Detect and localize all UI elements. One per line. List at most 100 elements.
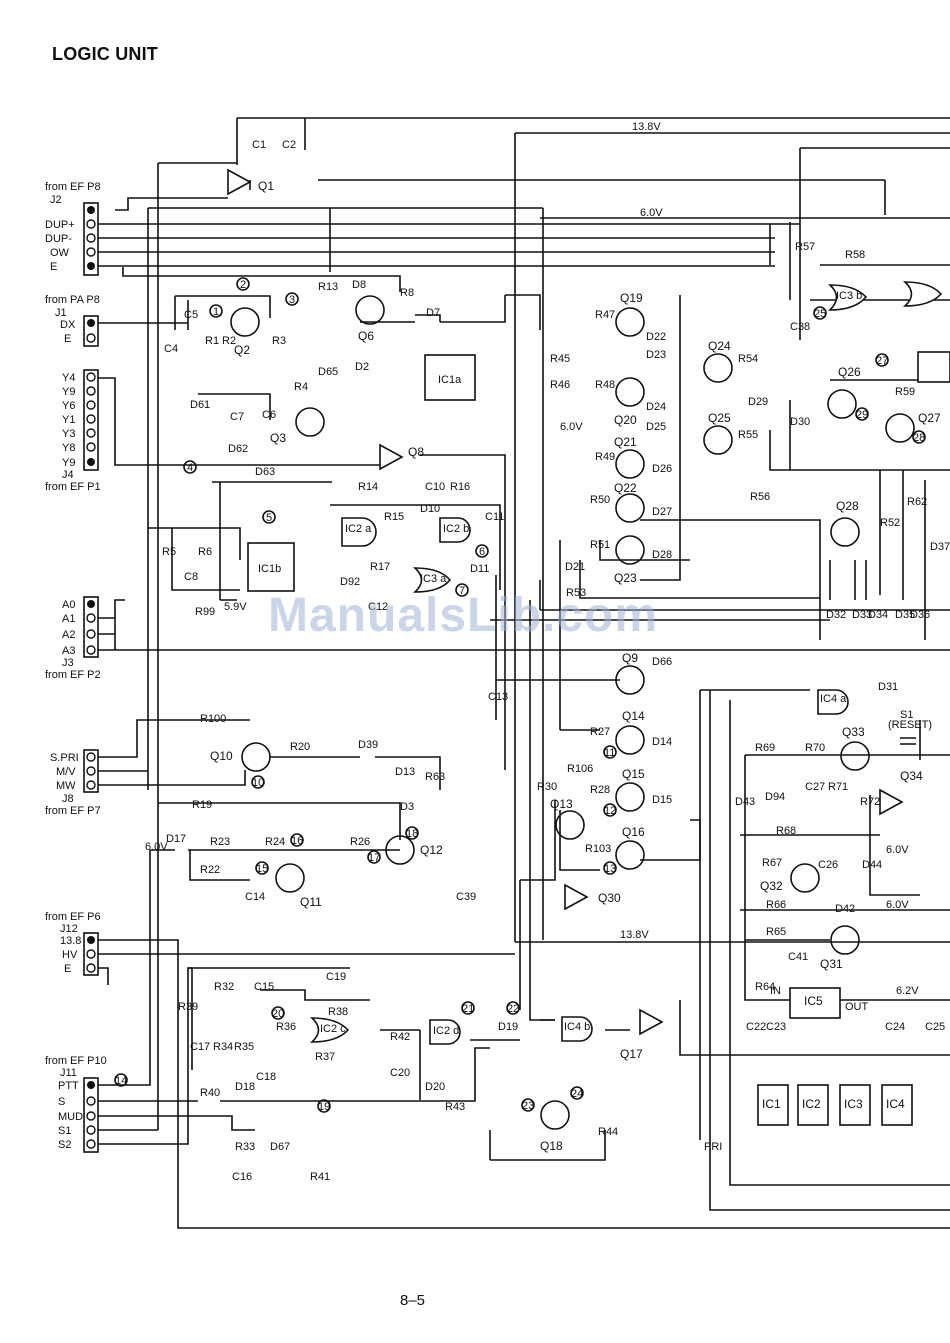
tp-10: 10 [252, 777, 264, 789]
label-d92: D92 [340, 576, 360, 588]
label-d32: D32 [826, 609, 846, 621]
label-c10: C10 [425, 481, 445, 493]
label-r57: R57 [795, 241, 815, 253]
label-r43: R43 [445, 1101, 465, 1113]
label-r33: R33 [235, 1141, 255, 1153]
label-r55: R55 [738, 429, 758, 441]
label-d8: D8 [352, 279, 366, 291]
label-ic4b: IC4 b [564, 1021, 590, 1033]
connector-j1 [83, 315, 99, 347]
label-c11: C11 [485, 511, 504, 523]
j3-pin-a3: A3 [62, 645, 75, 657]
tp-5: 5 [266, 512, 272, 524]
label-c38: C38 [790, 321, 810, 333]
tp-15: 15 [256, 863, 268, 875]
label-d35: D35 [895, 609, 915, 621]
j4-pin-y9: Y9 [62, 386, 75, 398]
label-q34: Q34 [900, 769, 923, 783]
label-d43: D43 [735, 796, 755, 808]
tp-23: 23 [522, 1100, 534, 1112]
label-r1: R1 [205, 335, 219, 347]
rail-6v0-right1: 6.0V [886, 844, 909, 856]
label-c25: C25 [925, 1021, 945, 1033]
label-q23: Q23 [614, 571, 637, 585]
label-d61: D61 [190, 399, 210, 411]
label-r53: R53 [566, 587, 586, 599]
j4-pin-y1: Y1 [62, 414, 75, 426]
ic-blocks [247, 281, 950, 1126]
label-q31: Q31 [820, 957, 843, 971]
j12-source: from EF P6 [45, 911, 101, 923]
label-r50: R50 [590, 494, 610, 506]
label-d27: D27 [652, 506, 672, 518]
label-c4: C4 [164, 343, 178, 355]
j8-pin-mw: MW [56, 780, 76, 792]
j3-source: from EF P2 [45, 669, 101, 681]
j3-pin-a1: A1 [62, 613, 75, 625]
label-q30: Q30 [598, 891, 621, 905]
j3-pin-a0: A0 [62, 599, 75, 611]
label-q16: Q16 [622, 825, 645, 839]
label-d66: D66 [652, 656, 672, 668]
label-q11: Q11 [300, 895, 322, 909]
j8-ref: J8 [62, 793, 74, 805]
connector-j2 [83, 202, 99, 276]
label-d3: D3 [400, 801, 414, 813]
wiring [98, 117, 950, 1229]
tp-12: 12 [604, 805, 616, 817]
label-r35: R35 [234, 1041, 254, 1053]
label-c2: C2 [282, 139, 296, 151]
label-r64: R64 [755, 981, 775, 993]
label-d34: D34 [868, 609, 888, 621]
label-q21: Q21 [614, 435, 637, 449]
label-q20: Q20 [614, 413, 637, 427]
label-d7: D7 [426, 307, 440, 319]
label-c20: C20 [390, 1067, 410, 1079]
label-r56: R56 [750, 491, 770, 503]
label-r2: R2 [222, 335, 236, 347]
j1-ref: J1 [55, 307, 67, 319]
tp-18: 18 [406, 828, 418, 840]
label-r67: R67 [762, 857, 782, 869]
j11-pin-s1: S1 [58, 1125, 71, 1137]
j2-pin-ow: OW [50, 247, 70, 259]
label-s1-reset: (RESET) [888, 719, 932, 731]
tp-17: 17 [368, 852, 380, 864]
label-r37: R37 [315, 1051, 335, 1063]
rail-6v0-top: 6.0V [640, 207, 663, 219]
label-r14: R14 [358, 481, 378, 493]
label-ic2a: IC2 a [345, 523, 372, 535]
label-c27: C27 [805, 781, 825, 793]
connector-j11 [83, 1077, 99, 1153]
label-c24: C24 [885, 1021, 905, 1033]
label-r72: R72 [860, 796, 880, 808]
label-ic2d: IC2 d [433, 1025, 459, 1037]
label-c1: C1 [252, 139, 266, 151]
label-c19: C19 [326, 971, 346, 983]
tp-14: 14 [115, 1075, 127, 1087]
connector-j4 [83, 369, 99, 471]
label-q28: Q28 [836, 499, 859, 513]
label-r27: R27 [590, 726, 610, 738]
rail-13v8-bottom: 13.8V [620, 929, 649, 941]
label-r52: R52 [880, 517, 900, 529]
j1-pin-e: E [64, 333, 71, 345]
label-r49: R49 [595, 451, 615, 463]
rail-6v0-right2: 6.0V [886, 899, 909, 911]
j4-pin-y4: Y4 [62, 372, 75, 384]
label-r62: R62 [907, 496, 927, 508]
label-r5: R5 [162, 546, 176, 558]
label-q6: Q6 [358, 329, 374, 343]
label-r69: R69 [755, 742, 775, 754]
label-r63: R63 [425, 771, 445, 783]
label-d39: D39 [358, 739, 378, 751]
label-q12: Q12 [420, 843, 443, 857]
j2-source: from EF P8 [45, 181, 101, 193]
label-c39: C39 [456, 891, 476, 903]
label-c18: C18 [256, 1071, 276, 1083]
label-d63: D63 [255, 466, 275, 478]
label-q27: Q27 [918, 411, 941, 425]
label-ic-supply-2: IC2 [802, 1097, 821, 1111]
label-ic1a: IC1a [438, 374, 462, 386]
label-d2: D2 [355, 361, 369, 373]
